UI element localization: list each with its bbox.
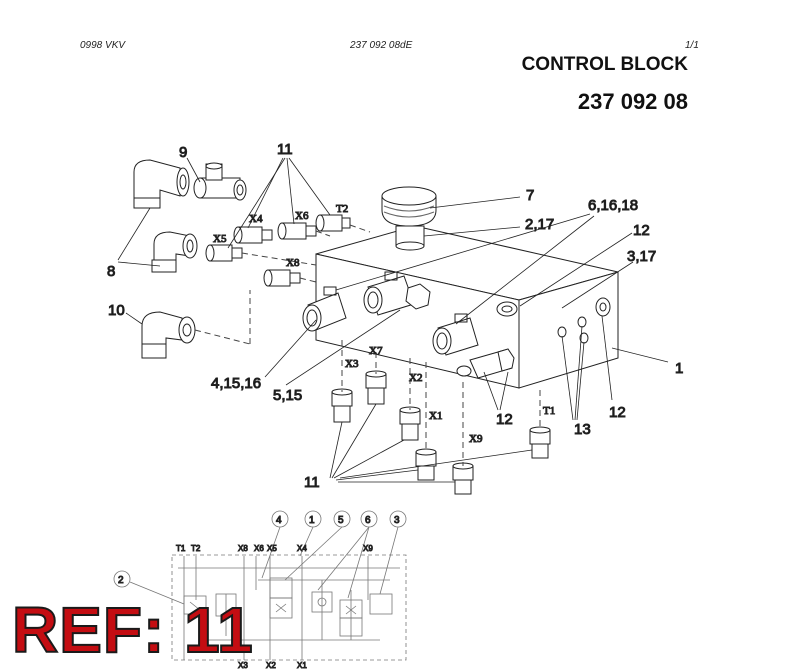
schematic-port-t2: T2 <box>191 544 201 553</box>
schematic-port-x3: X3 <box>238 661 248 670</box>
port-label-x3: X3 <box>345 358 359 370</box>
callout-1: 1 <box>675 360 683 377</box>
callout-8: 8 <box>107 263 115 280</box>
schematic-port-x5: X5 <box>267 544 277 553</box>
schematic-circle-5: 5 <box>338 515 344 526</box>
schematic-circle-2: 2 <box>118 575 124 586</box>
plug-x5 <box>205 244 243 262</box>
leader-lines <box>117 157 669 483</box>
callout-5-15: 5,15 <box>273 387 302 404</box>
plug-x8 <box>263 269 301 287</box>
plug-x7 <box>365 370 387 405</box>
port-label-x2: X2 <box>409 372 422 384</box>
header-document-number: 237 092 08dE <box>350 40 413 51</box>
callout-3-17: 3,17 <box>627 248 656 265</box>
cartridge-valve-4 <box>302 286 347 332</box>
cap-7 <box>381 186 437 251</box>
assembly-dashed-lines <box>194 224 541 466</box>
elbow-fitting-9 <box>133 159 190 209</box>
ref-label: REF: 11 <box>11 594 254 666</box>
header-page: 1/1 <box>685 40 699 51</box>
port-label-x4: X4 <box>249 213 263 225</box>
port-label-x6: X6 <box>295 210 309 222</box>
callout-11-bottom: 11 <box>304 474 320 491</box>
callout-2-17: 2,17 <box>525 216 554 233</box>
port-label-x5: X5 <box>213 233 227 245</box>
callout-12-mid: 12 <box>496 411 513 428</box>
port-label-x1: X1 <box>429 410 442 422</box>
control-block-body <box>315 225 619 389</box>
schematic-circle-6: 6 <box>365 515 371 526</box>
plug-t2 <box>315 214 351 232</box>
callout-6-16-18: 6,16,18 <box>588 197 638 214</box>
schematic-port-x6: X6 <box>254 544 264 553</box>
plug-x3 <box>331 388 353 423</box>
port-label-x8: X8 <box>286 257 300 269</box>
port-label-t1: T1 <box>543 405 555 417</box>
port-label-x7: X7 <box>369 345 383 357</box>
elbow-fitting-10 <box>141 311 196 359</box>
plug-x1 <box>399 406 421 441</box>
cartridge-valve-5 <box>363 271 431 316</box>
port-label-x9: X9 <box>469 433 483 445</box>
cartridge-valve-6 <box>432 313 479 356</box>
schematic-callouts <box>113 510 407 605</box>
plug-x9 <box>452 462 474 495</box>
plug-x6 <box>277 222 317 240</box>
callout-12-top: 12 <box>633 222 650 239</box>
check-valve-12 <box>456 348 515 379</box>
page-title: CONTROL BLOCK <box>521 54 688 75</box>
callout-10: 10 <box>108 302 125 319</box>
schematic-circle-1: 1 <box>309 515 315 526</box>
part-number: 237 092 08 <box>577 89 688 114</box>
schematic-port-x8: X8 <box>238 544 248 553</box>
header-code: 0998 VKV <box>80 40 126 51</box>
callout-4-15-16: 4,15,16 <box>211 375 261 392</box>
port-label-t2: T2 <box>336 203 348 215</box>
schematic-circle-3: 3 <box>394 515 400 526</box>
schematic-circle-4: 4 <box>276 515 282 526</box>
plug-t1 <box>529 426 551 459</box>
tee-fitting-9 <box>193 162 247 201</box>
schematic-port-x2: X2 <box>266 661 276 670</box>
schematic-port-x4: X4 <box>297 544 307 553</box>
plug-x2 <box>415 448 437 481</box>
schematic-port-x9: X9 <box>363 544 373 553</box>
callout-13: 13 <box>574 421 591 438</box>
schematic-port-t1: T1 <box>176 544 186 553</box>
schematic-port-x1: X1 <box>297 661 307 670</box>
hydraulic-schematic <box>171 554 407 661</box>
plug-x4 <box>233 226 273 244</box>
callout-11-top: 11 <box>277 141 293 158</box>
callout-9: 9 <box>179 144 187 161</box>
callout-12-right: 12 <box>609 404 626 421</box>
elbow-fitting-8 <box>151 231 198 273</box>
callout-7: 7 <box>526 187 534 204</box>
